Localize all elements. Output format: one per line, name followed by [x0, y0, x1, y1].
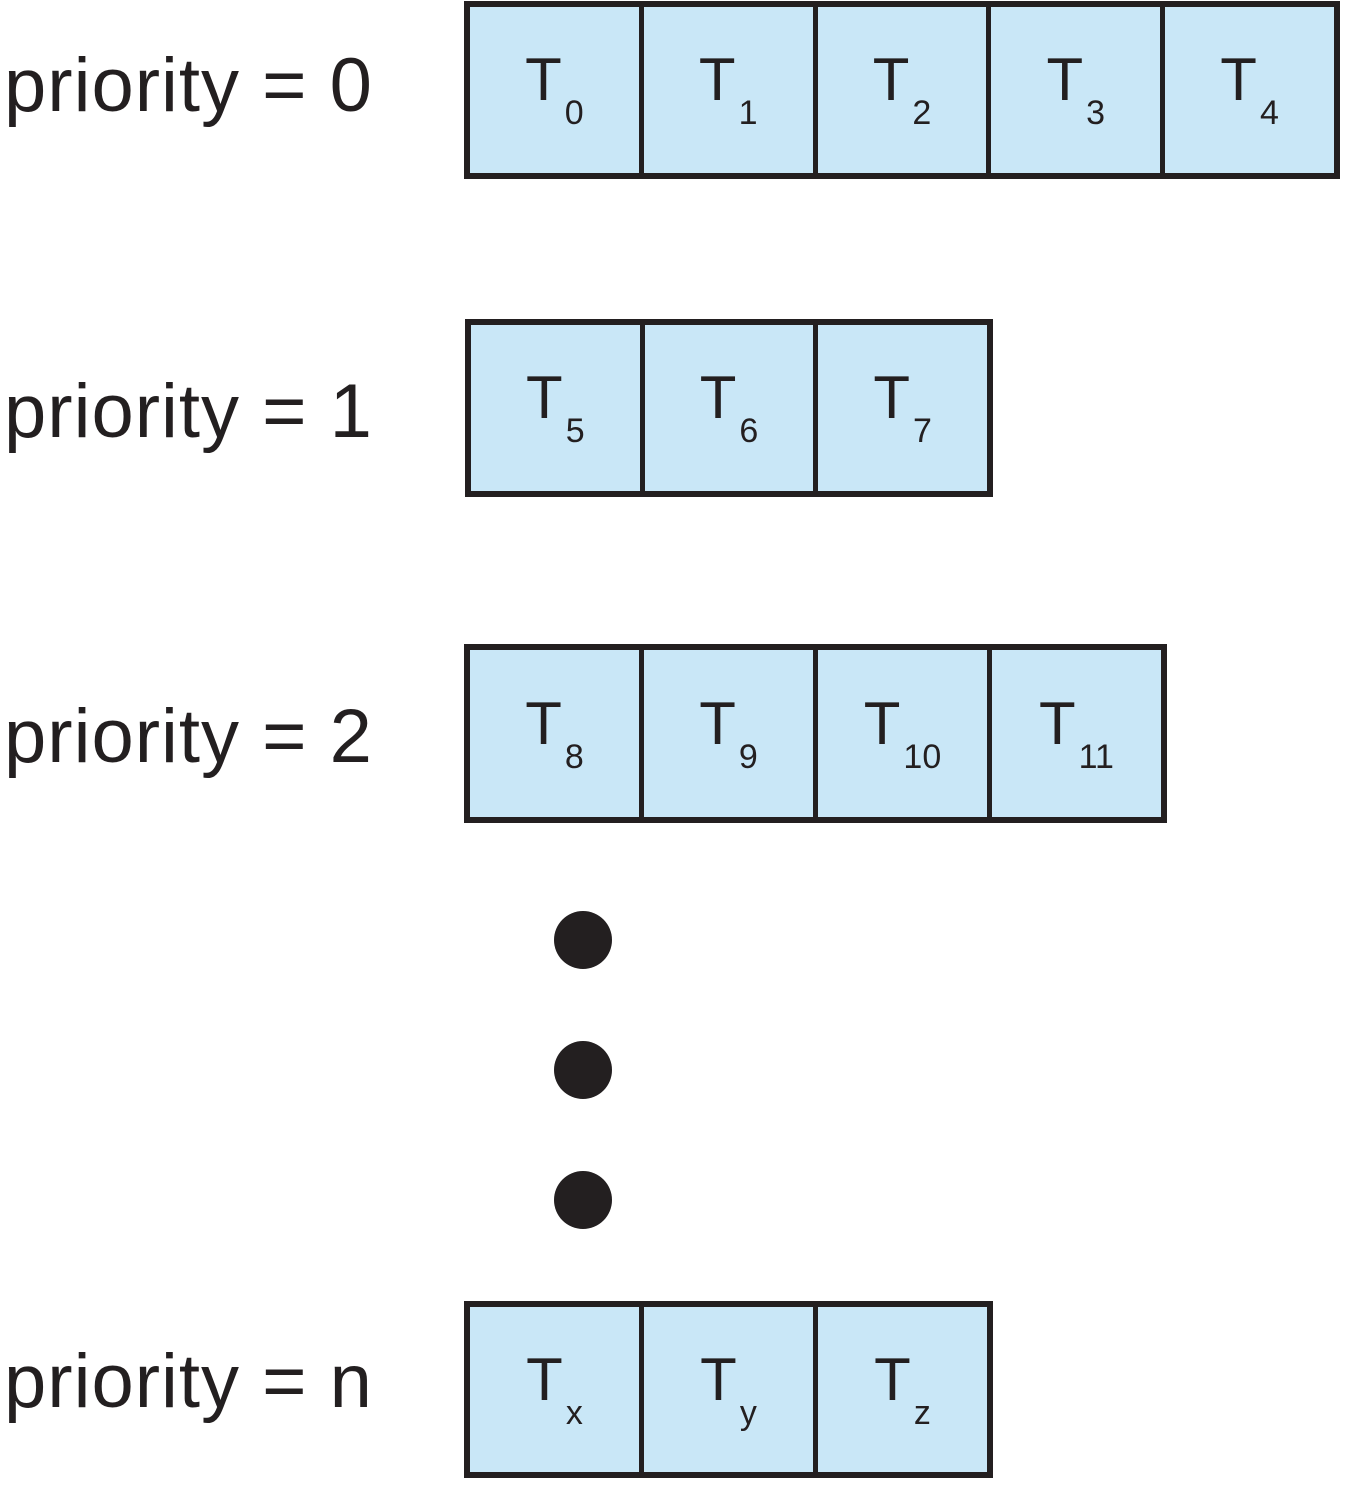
priority-2-label: priority = 2 [4, 694, 373, 779]
ellipsis-dot-3 [554, 1171, 612, 1229]
ellipsis-dot-1 [554, 911, 612, 969]
priority-n-label: priority = n [4, 1339, 373, 1424]
priority-1-label: priority = 1 [4, 369, 373, 454]
ellipsis-dot-2 [554, 1041, 612, 1099]
priority-0-label: priority = 0 [4, 43, 373, 128]
